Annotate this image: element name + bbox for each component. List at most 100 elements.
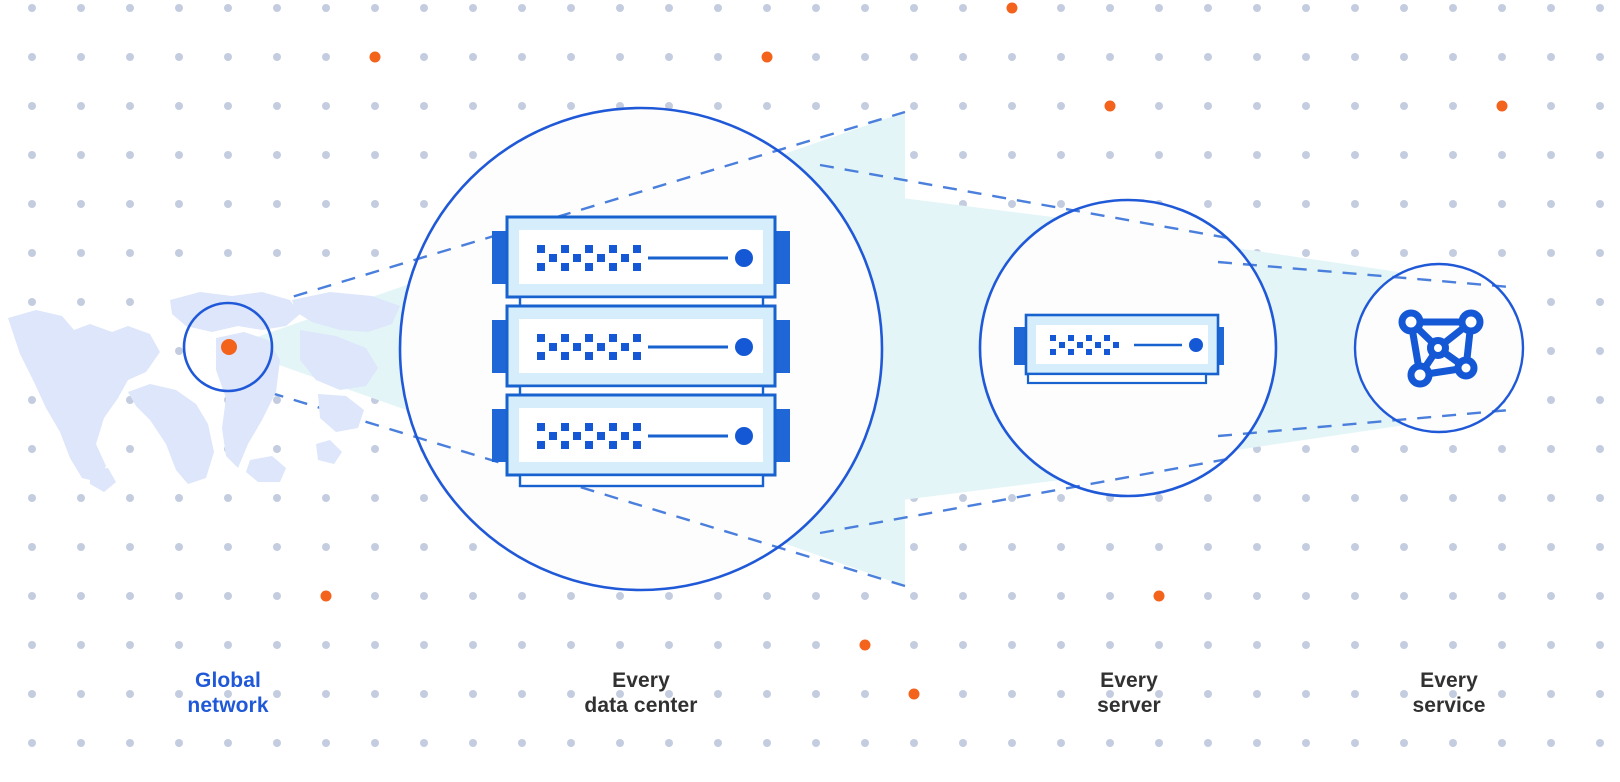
grid-dot-highlight bbox=[761, 51, 773, 63]
network-nodes-icon bbox=[1398, 309, 1484, 388]
grid-dot bbox=[469, 641, 477, 649]
grid-dot bbox=[77, 53, 85, 61]
grid-dot bbox=[126, 4, 134, 12]
grid-dot bbox=[1057, 592, 1065, 600]
grid-dot bbox=[28, 592, 36, 600]
grid-dot bbox=[910, 102, 918, 110]
grid-dot bbox=[518, 4, 526, 12]
grid-dot bbox=[28, 543, 36, 551]
grid-dot bbox=[371, 543, 379, 551]
grid-dot bbox=[1351, 53, 1359, 61]
grid-dot bbox=[1351, 543, 1359, 551]
grid-dot bbox=[1547, 102, 1555, 110]
grid-dot bbox=[1547, 347, 1555, 355]
grid-dot bbox=[1302, 641, 1310, 649]
grid-dot bbox=[1253, 151, 1261, 159]
grid-dot bbox=[1302, 4, 1310, 12]
grid-dot bbox=[1302, 739, 1310, 747]
grid-dot bbox=[469, 543, 477, 551]
grid-dot bbox=[1351, 102, 1359, 110]
grid-dot bbox=[28, 641, 36, 649]
grid-dot-highlight bbox=[859, 639, 871, 651]
grid-dot bbox=[812, 592, 820, 600]
grid-dot bbox=[1351, 690, 1359, 698]
grid-dot bbox=[1253, 200, 1261, 208]
grid-dot bbox=[518, 102, 526, 110]
grid-dot bbox=[469, 151, 477, 159]
grid-dot bbox=[1302, 151, 1310, 159]
grid-dot bbox=[1596, 53, 1604, 61]
grid-dot bbox=[273, 690, 281, 698]
grid-dot bbox=[77, 249, 85, 257]
grid-dot bbox=[1596, 739, 1604, 747]
grid-dot bbox=[1302, 690, 1310, 698]
grid-dot bbox=[567, 592, 575, 600]
grid-dot bbox=[910, 4, 918, 12]
grid-dot bbox=[861, 102, 869, 110]
grid-dot bbox=[616, 592, 624, 600]
server-vent-dots bbox=[537, 245, 641, 271]
grid-dot bbox=[812, 739, 820, 747]
grid-dot bbox=[1155, 739, 1163, 747]
grid-dot bbox=[420, 543, 428, 551]
grid-dot bbox=[1596, 151, 1604, 159]
grid-dot bbox=[126, 53, 134, 61]
grid-dot bbox=[1204, 200, 1212, 208]
grid-dot bbox=[1302, 53, 1310, 61]
grid-dot bbox=[322, 739, 330, 747]
grid-dot bbox=[1498, 4, 1506, 12]
grid-dot bbox=[616, 690, 624, 698]
grid-dot bbox=[959, 739, 967, 747]
grid-dot bbox=[420, 4, 428, 12]
grid-dot bbox=[910, 641, 918, 649]
grid-dot bbox=[28, 739, 36, 747]
grid-dot bbox=[1400, 494, 1408, 502]
grid-dot-highlight bbox=[320, 590, 332, 602]
grid-dot bbox=[273, 4, 281, 12]
grid-dot bbox=[273, 102, 281, 110]
grid-dot bbox=[1155, 641, 1163, 649]
grid-dot bbox=[763, 690, 771, 698]
grid-dot bbox=[861, 4, 869, 12]
single-server-base bbox=[1026, 372, 1208, 385]
grid-dot bbox=[861, 53, 869, 61]
grid-dot bbox=[1008, 592, 1016, 600]
grid-dot bbox=[714, 641, 722, 649]
grid-dot bbox=[665, 53, 673, 61]
grid-dot bbox=[763, 739, 771, 747]
grid-dot bbox=[28, 151, 36, 159]
grid-dot bbox=[1547, 739, 1555, 747]
grid-dot bbox=[1253, 4, 1261, 12]
grid-dot bbox=[518, 53, 526, 61]
grid-dot bbox=[1498, 445, 1506, 453]
grid-dot bbox=[1302, 102, 1310, 110]
grid-dot bbox=[224, 102, 232, 110]
grid-dot bbox=[224, 641, 232, 649]
grid-dot bbox=[77, 543, 85, 551]
grid-dot bbox=[371, 151, 379, 159]
grid-dot bbox=[1351, 4, 1359, 12]
grid-dot bbox=[1547, 445, 1555, 453]
grid-dot bbox=[714, 592, 722, 600]
grid-dot bbox=[1057, 53, 1065, 61]
grid-dot bbox=[1057, 641, 1065, 649]
grid-dot bbox=[28, 298, 36, 306]
grid-dot bbox=[420, 53, 428, 61]
server-unit bbox=[492, 304, 790, 388]
grid-dot bbox=[1204, 690, 1212, 698]
grid-dot bbox=[959, 494, 967, 502]
grid-dot bbox=[1302, 494, 1310, 502]
grid-dot bbox=[175, 53, 183, 61]
grid-dot bbox=[77, 494, 85, 502]
grid-dot bbox=[371, 102, 379, 110]
grid-dot bbox=[1253, 53, 1261, 61]
grid-dot bbox=[1596, 347, 1604, 355]
grid-dot bbox=[1302, 543, 1310, 551]
grid-dot bbox=[1351, 151, 1359, 159]
grid-dot bbox=[175, 347, 183, 355]
grid-dot bbox=[959, 543, 967, 551]
grid-dot bbox=[28, 4, 36, 12]
grid-dot bbox=[616, 641, 624, 649]
grid-dot bbox=[1155, 102, 1163, 110]
grid-dot bbox=[665, 739, 673, 747]
